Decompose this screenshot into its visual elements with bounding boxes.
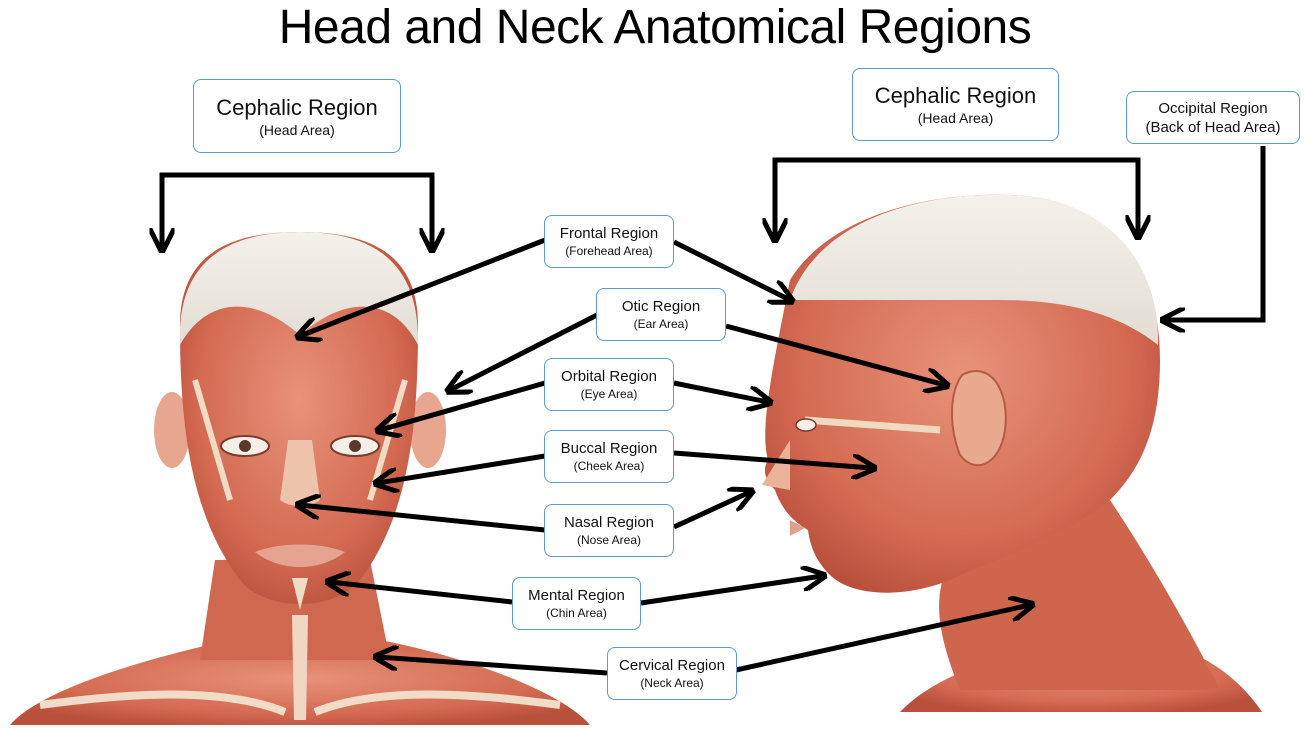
buccal-arrow-right xyxy=(673,450,872,468)
occipital-sub: (Back of Head Area) xyxy=(1145,118,1281,136)
mental-sub: (Chin Area) xyxy=(546,606,607,620)
cervical-arrow-right xyxy=(735,605,1030,673)
arrows xyxy=(162,146,1266,676)
buccal-arrow-left xyxy=(378,453,546,483)
nasal-name: Nasal Region xyxy=(563,514,655,531)
side-eye xyxy=(795,418,817,432)
cephalic-front-name: Cephalic Region xyxy=(216,94,378,120)
front-skull-cap xyxy=(179,232,419,345)
orbital-label: Orbital Region (Eye Area) xyxy=(544,358,674,411)
front-right-ear xyxy=(410,392,446,468)
buccal-sub: (Cheek Area) xyxy=(573,459,645,473)
cephalic-side-name: Cephalic Region xyxy=(874,83,1037,108)
frontal-arrow-left xyxy=(300,237,546,336)
cervical-sub: (Neck Area) xyxy=(640,676,704,690)
side-nose xyxy=(762,440,790,490)
front-head-figure xyxy=(10,232,590,725)
diagram-title: Head and Neck Anatomical Regions xyxy=(278,1,1032,54)
otic-arrow-right xyxy=(725,323,945,385)
frontal-arrow-right xyxy=(672,239,790,300)
mental-arrow-left xyxy=(330,582,513,605)
front-trachea xyxy=(292,615,308,720)
buccal-name: Buccal Region xyxy=(560,440,658,457)
nasal-arrow-right xyxy=(672,492,750,530)
otic-label: Otic Region (Ear Area) xyxy=(596,288,726,341)
cervical-arrow-left xyxy=(378,657,608,676)
front-clavicles xyxy=(39,690,561,716)
otic-sub: (Ear Area) xyxy=(633,317,689,331)
front-chin-tendon xyxy=(292,578,308,610)
cephalic-side-bracket-arrow xyxy=(775,157,1138,238)
nasal-sub: (Nose Area) xyxy=(576,533,642,547)
cephalic-front-label: Cephalic Region (Head Area) xyxy=(193,79,401,153)
cervical-label: Cervical Region (Neck Area) xyxy=(607,647,737,700)
mental-arrow-right xyxy=(640,576,822,606)
frontal-label: Frontal Region (Forehead Area) xyxy=(544,215,674,268)
cephalic-front-sub: (Head Area) xyxy=(259,121,335,138)
nasal-arrow-left xyxy=(300,505,546,533)
cephalic-side-label: Cephalic Region (Head Area) xyxy=(852,68,1059,141)
nasal-label: Nasal Region (Nose Area) xyxy=(544,504,674,557)
occipital-label: Occipital Region (Back of Head Area) xyxy=(1126,91,1300,144)
side-head-figure xyxy=(762,194,1262,712)
frontal-name: Frontal Region xyxy=(559,225,659,242)
orbital-sub: (Eye Area) xyxy=(580,387,638,401)
orbital-arrow-left xyxy=(380,380,546,430)
front-lips xyxy=(255,544,345,567)
frontal-sub: (Forehead Area) xyxy=(565,244,653,258)
buccal-label: Buccal Region (Cheek Area) xyxy=(544,430,674,483)
occipital-arrow xyxy=(1165,146,1266,320)
side-cheek-tendon xyxy=(804,416,941,434)
orbital-arrow-right xyxy=(673,380,768,402)
cervical-name: Cervical Region xyxy=(619,657,725,674)
side-ear xyxy=(951,370,1007,467)
otic-name: Otic Region xyxy=(621,298,701,315)
front-left-ear xyxy=(154,392,190,468)
otic-arrow-left xyxy=(450,312,599,390)
side-lips xyxy=(790,520,805,536)
mental-label: Mental Region (Chin Area) xyxy=(512,577,641,630)
orbital-name: Orbital Region xyxy=(561,368,657,385)
occipital-name: Occipital Region xyxy=(1158,99,1268,117)
cephalic-side-sub: (Head Area) xyxy=(917,110,994,126)
cephalic-front-bracket-arrow xyxy=(162,172,432,248)
front-nose xyxy=(280,440,320,506)
mental-name: Mental Region xyxy=(528,587,625,604)
